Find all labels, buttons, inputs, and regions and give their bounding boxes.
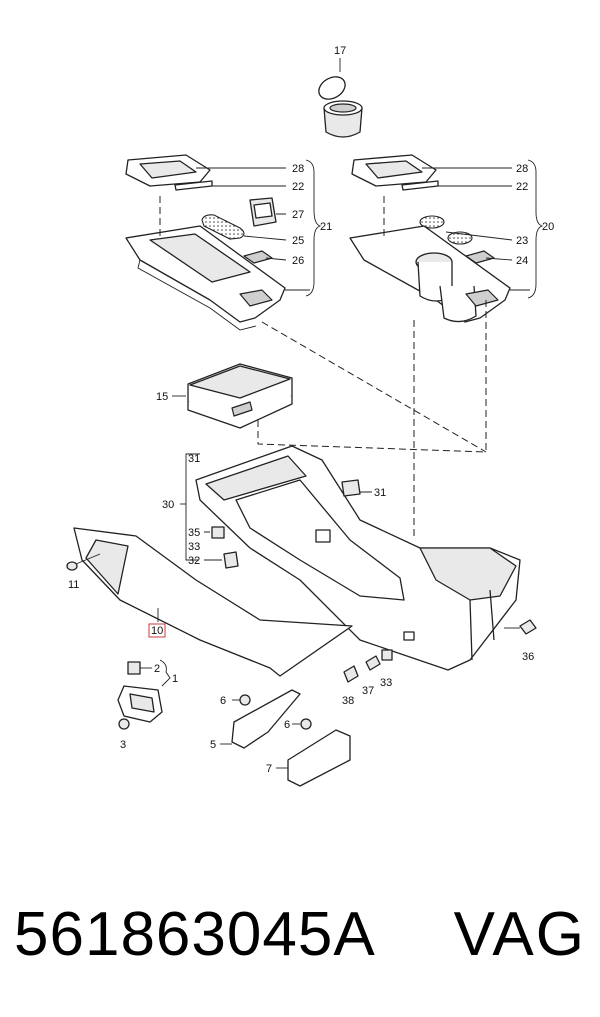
- callout-6a: 6: [220, 695, 226, 707]
- callout-5: 5: [210, 739, 216, 751]
- part-38-cap: [343, 665, 359, 683]
- callout-11: 11: [68, 579, 79, 591]
- footer: 561863045A VAG: [0, 880, 600, 990]
- callout-37: 37: [362, 685, 374, 697]
- part-35-clip: [211, 526, 225, 539]
- callout-32: 32: [188, 555, 200, 567]
- part-31-clip: [341, 479, 361, 497]
- part-11-screw: [66, 553, 101, 571]
- part-6-nut-a: [232, 694, 251, 706]
- callout-17: 17: [334, 45, 346, 57]
- callout-22a: 22: [292, 181, 304, 193]
- brand-label: VAG: [453, 900, 586, 969]
- callout-35: 35: [188, 527, 200, 539]
- exploded-parts-diagram: 17 28 22 27 21 25 26: [66, 45, 554, 787]
- callout-33a: 33: [188, 541, 200, 553]
- callout-20: 20: [542, 221, 554, 233]
- callout-28a: 28: [292, 163, 304, 175]
- part-15-lid: [187, 363, 293, 429]
- part-17-cup-insert: [318, 76, 363, 138]
- part-25-mat: [201, 214, 245, 240]
- callout-10: 10: [151, 625, 163, 637]
- part-28-frame-left: [125, 154, 211, 187]
- callout-25: 25: [292, 235, 304, 247]
- callout-26: 26: [292, 255, 304, 267]
- part-7-bracket: [276, 729, 351, 787]
- part-1-bracket: [117, 685, 163, 723]
- part-36-screw: [504, 619, 537, 635]
- part-37-screw: [365, 655, 381, 671]
- callout-30: 30: [162, 499, 174, 511]
- callout-27: 27: [292, 209, 304, 221]
- part-28-frame-right: [351, 154, 437, 187]
- callout-24: 24: [516, 255, 528, 267]
- callout-36: 36: [522, 651, 534, 663]
- part-number: 561863045A: [14, 900, 376, 969]
- part-23-cup-mats: [419, 215, 473, 245]
- part-27-clip: [249, 197, 277, 227]
- callout-7: 7: [266, 763, 272, 775]
- part-2-clip: [127, 661, 152, 675]
- part-3-nut: [118, 718, 130, 730]
- part-6-nut-b: [292, 718, 312, 730]
- callout-6b: 6: [284, 719, 290, 731]
- callout-28b: 28: [516, 163, 528, 175]
- callout-33b: 33: [380, 677, 392, 689]
- part-5-bracket: [220, 689, 301, 749]
- part-26-insert-left: [243, 250, 273, 264]
- part-10-center-console: [195, 445, 521, 671]
- part-21-tray-left: [125, 225, 286, 331]
- callout-31a: 31: [188, 453, 200, 465]
- part-10-side-panel: [73, 527, 353, 677]
- callout-38: 38: [342, 695, 354, 707]
- callout-21: 21: [320, 221, 332, 233]
- callout-22b: 22: [516, 181, 528, 193]
- callout-2: 2: [154, 663, 160, 675]
- part-33-clip: [381, 649, 393, 661]
- callout-1: 1: [172, 673, 178, 685]
- callout-15: 15: [156, 391, 168, 403]
- callout-23: 23: [516, 235, 528, 247]
- part-20-tray-right: [349, 225, 511, 323]
- part-32-clip: [223, 551, 239, 569]
- callout-31b: 31: [374, 487, 386, 499]
- callout-3: 3: [120, 739, 126, 751]
